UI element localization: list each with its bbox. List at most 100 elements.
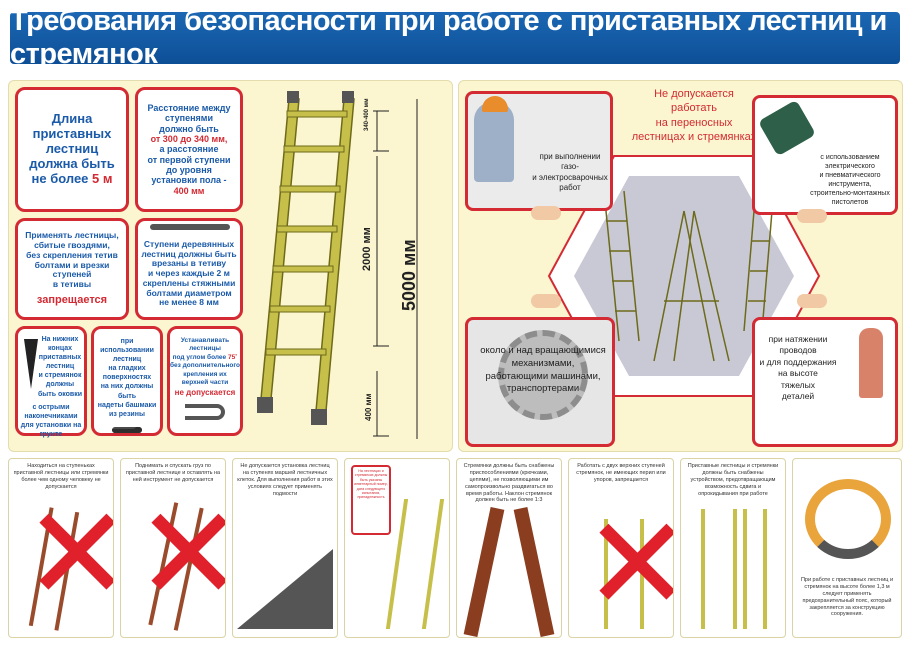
mech-line1: около и над вращающимися [480,345,606,356]
safety-belt-icon [805,479,891,559]
left-panel: Длина приставных лестниц должна быть не … [8,80,453,452]
length-box: Длина приставных лестниц должна быть не … [15,87,129,212]
card-text: Находиться на ступеньках приставной лест… [13,463,109,490]
nails-line4: болтами и врезки ступеней [34,259,110,280]
ladder-icon [385,499,445,629]
nail-gun-icon [757,99,817,157]
dim-top-label: 340-400 мм [364,98,370,131]
distance-line7: до уровня [166,165,212,176]
small3-angle-value: 75˚ [227,353,238,361]
distance-line9: 400 мм [173,185,205,196]
nails-line3: без скрепления тетив [26,249,118,260]
heading-line2: работать [671,102,717,115]
dim-total-label: 5000 мм [399,239,419,311]
steps-line4: и через каждые 2 м [148,268,230,279]
mechanisms-box: около и над вращающимися механизмами, ра… [465,317,615,447]
nails-line1: Применять лестницы, [25,230,119,241]
heading-line4: лестницах и стремянках [631,130,757,143]
length-line3: должна быть [29,155,115,171]
distance-line2: ступенями [165,113,213,124]
card-text: Приставные лестницы и стремянки должны б… [687,463,779,497]
gas-line1: при выполнении [539,152,601,161]
gas-line2: газо- [561,162,579,172]
tools-line4: инструмента, [828,181,872,189]
small1-line5: с острыми наконечниками [24,403,78,420]
welder-icon [474,102,514,182]
heading-line1: Не допускается [654,88,734,100]
right-heading: Не допускается работать на переносных ле… [609,87,779,144]
small3-line4: крепления их верхней части [181,370,229,387]
nails-forbidden: запрещается [36,293,108,306]
steps-line2: лестниц должны быть [141,248,237,259]
gas-welding-box: при выполнении газо- и электросварочных … [465,91,613,211]
mech-line4: транспортерами [506,383,580,395]
dim-bottom-label: 400 мм [364,393,373,421]
ladder-brown-icon [463,506,505,637]
card-text: Стремянки должны быть снабжены приспособ… [463,463,555,504]
card-text: При работе с приставных лестниц и стремя… [800,577,894,618]
length-line4: не более 5 м [31,170,113,186]
small1-line2: приставных лестниц [38,354,82,371]
gas-line3: и электросварочных [532,172,608,182]
distance-line1: Расстояние между [147,102,231,113]
dim-mid-label: 2000 мм [361,227,373,271]
card-text: Не допускается установка лестниц на ступ… [237,463,333,497]
wires-line5: тяжелых [781,379,815,390]
tools-line6: пистолетов [831,199,869,207]
nails-box: Применять лестницы, сбитые гвоздями, без… [15,218,129,320]
steps-line6: болтами диаметром [146,287,232,298]
small2-line1: при использовании лестниц [100,338,154,364]
small2-line2: на гладких поверхностях [102,365,152,382]
small-box-rubber: при использовании лестниц на гладких пов… [91,326,163,436]
length-line2: приставных лестниц [32,126,112,157]
gears-icon [498,330,588,420]
card-stairs: Не допускается установка лестниц на ступ… [232,458,338,638]
card-text: Поднимать и спускать груз по приставной … [125,463,221,483]
steps-box: Ступени деревянных лестниц должны быть в… [135,218,243,320]
tools-line5: строительно-монтажных [810,190,890,198]
nails-line2: сбитые гвоздями, [34,240,110,251]
wires-box: при натяжении проводов и для поддержания… [752,317,898,447]
tools-line3: и пневматического [819,172,881,180]
bolt-icon [150,224,230,230]
pointing-hand-icon [797,209,827,223]
title-bar: Требования безопасности при работе с при… [0,0,910,70]
card-one-person: Находиться на ступеньках приставной лест… [8,458,114,638]
small3-line2: под углом более 75˚ [172,353,238,361]
heading-line3: на переносных [655,116,733,129]
small-box-spikes: На нижних концах приставных лестниц и ст… [15,326,87,438]
small2-line3: на них должны быть [100,383,154,400]
page-title: Требования безопасности при работе с при… [10,5,900,70]
small3-line1: Устанавливать лестницы [180,337,230,353]
worker-icon [859,328,883,398]
mech-line2: механизмами, [511,357,575,369]
mech-line3: работающими машинами, [485,370,601,382]
helmet-icon [482,96,508,112]
hexagon-frame [547,155,821,397]
length-line1: Длина [51,111,93,127]
card-anti-slip: Приставные лестницы и стремянки должны б… [680,458,786,638]
card-carry-load: Поднимать и спускать груз по приставной … [120,458,226,638]
card-text: Работать с двух верхних ступеней стремян… [576,463,666,483]
ladder-brown-icon [513,506,555,637]
steps-line5: скреплены стяжными [142,277,236,288]
cross-icon: ✕ [583,499,673,629]
card-text: На лестницах и стремянках должны быть ук… [354,469,388,500]
tools-line2: электрического [825,163,875,171]
ladder-icon [604,519,644,629]
cross-icon: ✕ [135,489,225,619]
cross-icon: ✕ [23,489,113,619]
ladder-icon [701,509,737,629]
small3-forbidden: не допускается [174,387,236,397]
length-value: 5 м [92,170,113,186]
card-safety-belt: При работе с приставных лестниц и стремя… [792,458,902,638]
gas-line4: работ [559,183,581,193]
card-inventory-tag: На лестницах и стремянках должны быть ук… [344,458,450,638]
distance-line5: а расстояние [159,144,219,155]
small-box-angle: Устанавливать лестницы под углом более 7… [167,326,243,436]
small1-line3: и стремянок должны [38,372,82,389]
ladder-diagram [257,91,418,439]
tag-icon: На лестницах и стремянках должны быть ук… [351,465,391,535]
wires-line3: и для поддержания [759,356,837,367]
pointing-hand-icon [797,294,827,308]
